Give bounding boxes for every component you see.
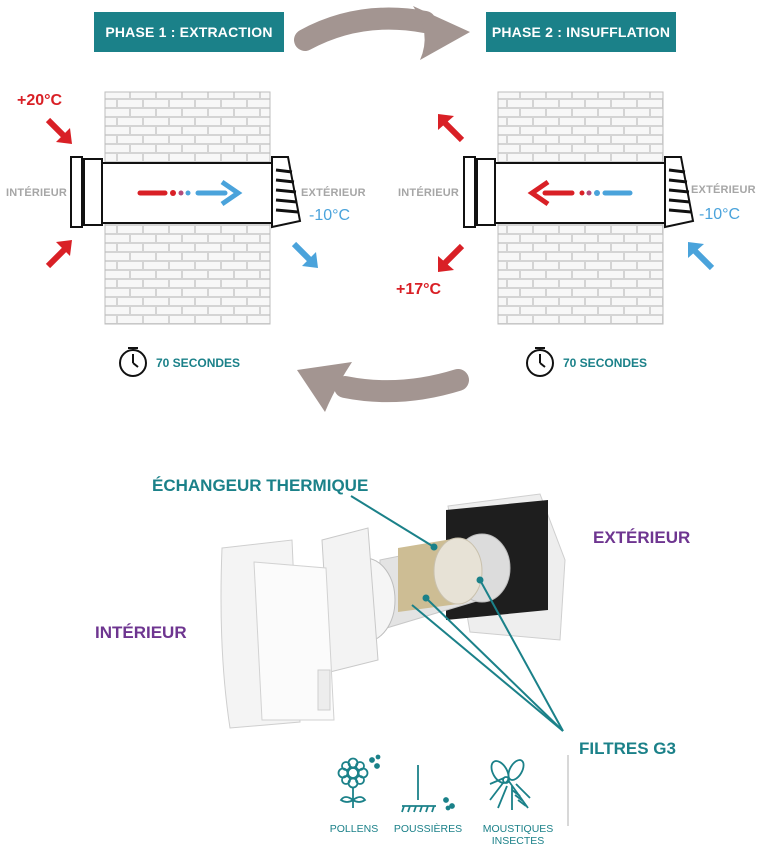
cycle-arrow-bottom	[297, 362, 469, 412]
phase2-inside-temp: +17°C	[396, 281, 442, 298]
leader-lines	[350, 495, 569, 826]
filter-item-pollens: POLLENS	[329, 823, 379, 835]
flower-icon	[337, 754, 381, 808]
phase2-wall	[463, 91, 695, 325]
exploded-ventilation-unit	[220, 493, 566, 729]
filter-item-dust: POUSSIÈRES	[393, 823, 463, 835]
stopwatch-icon	[119, 347, 147, 377]
cycle-arrow-top	[294, 6, 470, 60]
mosquito-icon	[489, 759, 531, 810]
phase2-interior-label: INTÉRIEUR	[398, 187, 460, 199]
phase1-outside-temp: -10°C	[309, 207, 351, 224]
phase1-hot-arrows	[45, 117, 72, 269]
phase2-exterior-label: EXTÉRIEUR	[691, 184, 756, 196]
stopwatch-icon	[526, 347, 554, 377]
phase2-hot-arrows	[438, 114, 465, 272]
phase1-airflow-arrow	[137, 179, 243, 207]
interior-label: INTÉRIEUR	[95, 623, 187, 642]
phase1-timer-label: 70 SECONDES	[156, 356, 241, 370]
phase2-outside-temp: -10°C	[699, 206, 741, 223]
dust-icon	[401, 765, 455, 813]
phase2-cold-arrow	[688, 242, 715, 271]
exterior-label: EXTÉRIEUR	[593, 528, 691, 547]
phase1-wall	[70, 91, 302, 325]
filters-label: FILTRES G3	[579, 739, 676, 758]
phase2-airflow-arrow	[527, 179, 633, 207]
phase1-cold-arrow	[291, 241, 318, 268]
phase1-title: PHASE 1 : EXTRACTION	[94, 12, 284, 52]
phase2-timer: 70 SECONDES	[563, 356, 647, 370]
phase1-timer: 70 SECONDES	[156, 356, 240, 370]
phase2-title: PHASE 2 : INSUFFLATION	[486, 12, 676, 52]
filter-item-insects: MOUSTIQUES INSECTES	[482, 823, 554, 847]
phase1-exterior-label: EXTÉRIEUR	[301, 187, 366, 199]
phase1-interior-label: INTÉRIEUR	[6, 187, 68, 199]
phase2-timer-label: 70 SECONDES	[563, 356, 648, 370]
phase1-inside-temp: +20°C	[17, 92, 63, 109]
exchanger-label: ÉCHANGEUR THERMIQUE	[152, 476, 369, 495]
